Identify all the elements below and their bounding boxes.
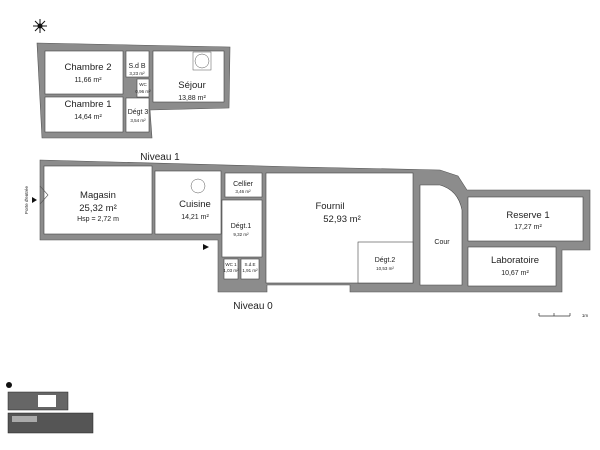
room-magasin	[43, 165, 153, 235]
room-area: 3,54 m²	[130, 118, 146, 123]
room-label: WC	[139, 82, 147, 87]
level-1-plan	[36, 42, 231, 139]
room-area: 0,96 m²	[135, 89, 151, 94]
room-label: Séjour	[178, 80, 205, 91]
room-label: S.d B	[128, 63, 145, 70]
room-label: Cuisine	[179, 199, 211, 210]
compass-rose-icon	[33, 19, 47, 33]
room-area: 3,46 m²	[235, 189, 251, 194]
site-thumbnail	[6, 382, 94, 434]
room-sde	[240, 258, 260, 280]
room-wc	[136, 78, 150, 98]
room-label: Magasin	[80, 190, 116, 201]
room-area: 13,88 m²	[178, 95, 206, 102]
room-area: 14,21 m²	[181, 214, 209, 221]
room-degt-3	[125, 97, 150, 133]
level-title: Niveau 0	[233, 301, 273, 312]
room-wc-1	[223, 258, 239, 280]
room-height: Hsp = 2,72 m	[77, 216, 119, 223]
entrance-door	[39, 185, 49, 205]
room-area: 9,32 m²	[233, 232, 249, 237]
room-area: 1,03 m²	[223, 268, 239, 273]
spiral-staircase-icon	[190, 178, 206, 194]
room-area: 52,93 m²	[323, 214, 361, 225]
room-area: 1,91 m²	[242, 268, 258, 273]
room-reserve-1	[467, 196, 584, 242]
room-label: Fournil	[315, 201, 344, 212]
room-area: 10,67 m²	[501, 270, 529, 277]
side-entrance-arrow-icon	[203, 244, 209, 250]
room-chambre-1	[44, 96, 124, 133]
room-label: Dégt 3	[128, 109, 149, 116]
scale-bar	[538, 313, 571, 317]
room-label: Dégt.2	[375, 257, 396, 264]
room-sejour	[152, 50, 225, 103]
room-cellier	[224, 172, 263, 198]
room-degt-2	[357, 241, 414, 284]
room-label: WC 1	[225, 262, 237, 267]
entrance-label: Porte d'entrée	[24, 185, 29, 214]
room-area: 11,66 m²	[74, 77, 102, 84]
room-area: 17,27 m²	[514, 224, 542, 231]
room-laboratoire	[467, 246, 557, 287]
level-title: Niveau 1	[140, 152, 180, 163]
room-area: 25,32 m²	[79, 203, 117, 214]
room-label: Chambre 1	[65, 99, 112, 110]
room-area: 14,64 m²	[74, 114, 102, 121]
room-degt-1	[221, 199, 263, 258]
room-label: Cellier	[233, 181, 254, 188]
room-label: Reserve 1	[506, 210, 549, 221]
room-label: Laboratoire	[491, 255, 539, 266]
level-0-plan	[32, 159, 591, 293]
room-cour	[419, 184, 463, 286]
staircase-icon	[192, 51, 212, 71]
room-sdb	[125, 50, 150, 78]
room-area: 10,53 m²	[376, 266, 394, 271]
scale-label: 1m	[582, 313, 589, 318]
room-area: 3,23 m²	[129, 71, 145, 76]
room-cuisine	[154, 170, 222, 235]
room-label: Dégt.1	[231, 223, 252, 230]
room-label: Chambre 2	[65, 62, 112, 73]
room-chambre-2	[44, 50, 124, 95]
room-label: Cour	[434, 239, 450, 246]
entrance-arrow-icon	[32, 197, 37, 203]
room-label: S.d.E	[244, 262, 255, 267]
